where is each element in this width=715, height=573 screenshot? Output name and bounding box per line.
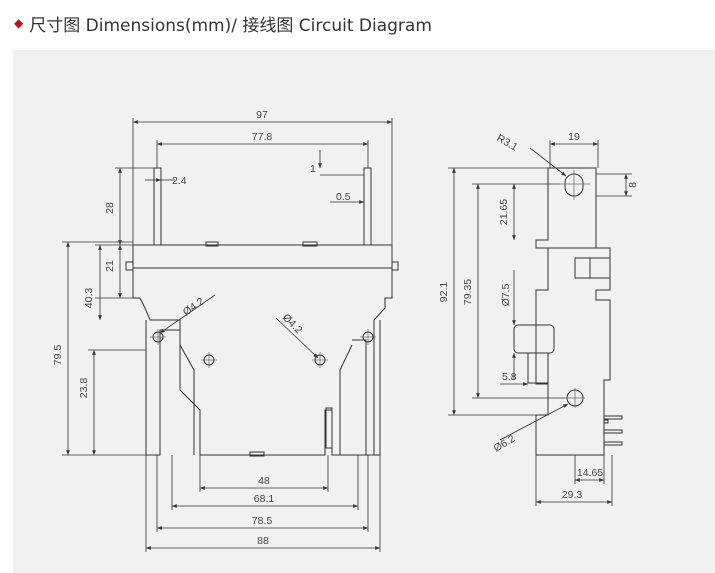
right-bracket [339, 344, 353, 455]
section-header: ◆ 尺寸图 Dimensions(mm)/ 接线图 Circuit Diagra… [14, 10, 432, 36]
dim-step: 5.8 [502, 371, 517, 383]
diamond-bullet-icon: ◆ [14, 16, 24, 30]
side-window [574, 257, 611, 279]
left-flange [145, 320, 180, 456]
side-tab [391, 261, 399, 271]
dim-tab-width: 19 [568, 131, 580, 143]
clip [205, 241, 219, 247]
clip [302, 241, 318, 247]
dim-pin-height: 28 [104, 202, 116, 214]
dim-upper-height: 40.3 [83, 288, 95, 309]
right-pin [363, 167, 372, 246]
dim-pin-offset: 1 [310, 163, 316, 175]
side-dimension-lines [448, 140, 632, 506]
dim-top-width: 97 [256, 109, 268, 121]
pin-stub [603, 419, 609, 424]
shaft-stub [527, 352, 549, 384]
dim-slot-depth: 21.65 [498, 199, 510, 225]
drawing-panel [13, 50, 715, 573]
dim-slot: 8 [627, 182, 639, 188]
left-pin [153, 167, 162, 246]
pin [603, 441, 623, 446]
front-view [125, 167, 399, 457]
side-view [513, 167, 623, 456]
dim-base-depth: 29.3 [562, 489, 583, 501]
dim-pin-thickness: 2.4 [172, 175, 187, 187]
relay-body-outline [132, 244, 393, 456]
dim-base-width: 88 [257, 535, 269, 547]
clip [249, 451, 265, 457]
dim-total-height: 79.5 [52, 345, 64, 366]
section-title: 尺寸图 Dimensions(mm)/ 接线图 Circuit Diagram [29, 15, 432, 36]
dim-pin-gap: 0.5 [336, 191, 351, 203]
dim-hole-left: Ø4.2 [181, 295, 207, 318]
dim-body-upper: 21 [104, 260, 116, 272]
front-dimension-labels: 97 77.8 2.4 1 0.5 28 21 40.3 79.5 23.8 Ø… [52, 109, 351, 547]
dim-pin-span: 77.8 [252, 131, 273, 143]
dim-foot: 14.65 [577, 467, 603, 479]
dim-shaft: Ø7.5 [500, 283, 512, 306]
dim-lower-height: 23.8 [78, 378, 90, 399]
dim-hole-span: 48 [258, 475, 270, 487]
pin [603, 415, 623, 420]
right-flange [352, 320, 381, 456]
dim-hole-right: Ø4.2 [280, 312, 305, 337]
dim-flange-span: 78.5 [252, 515, 273, 527]
side-tab [125, 261, 134, 271]
front-dimension-lines [62, 118, 393, 552]
dim-bottom-hole: Ø6.2 [492, 433, 518, 455]
dim-side-total-height: 92.1 [438, 282, 450, 303]
dim-mount-span: 68.1 [254, 493, 275, 505]
left-bracket [179, 344, 195, 455]
side-body-outline [535, 167, 611, 456]
terminal-block [325, 407, 333, 449]
dim-radius: R3.1 [495, 132, 520, 154]
dim-hole-height: 79.35 [462, 279, 474, 305]
pin [603, 429, 623, 434]
shaft-boss [513, 324, 555, 354]
